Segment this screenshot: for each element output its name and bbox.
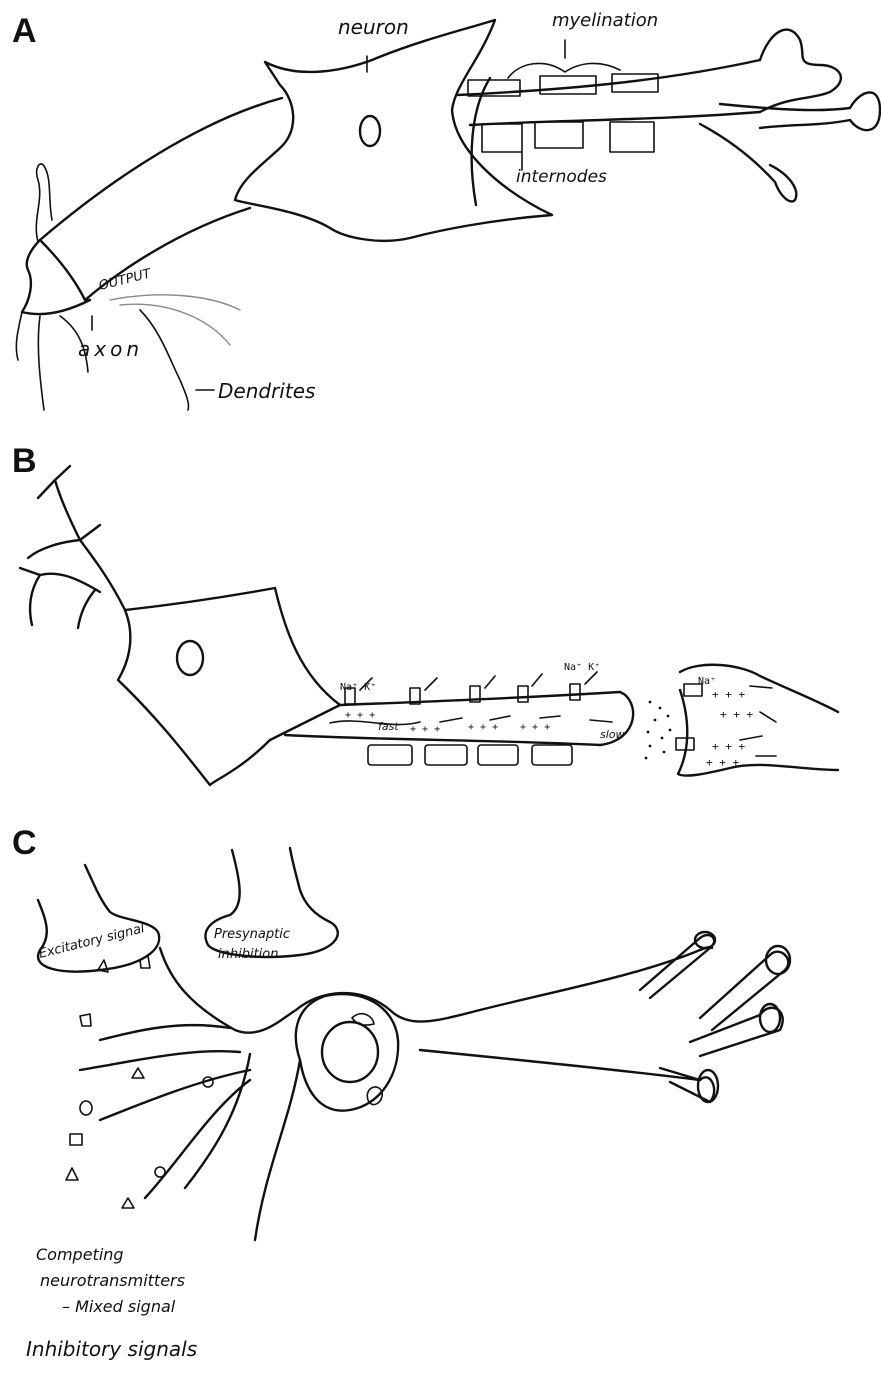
- neurotransmitter-particles: [66, 956, 213, 1208]
- svg-text:+ + +: + + +: [520, 722, 550, 733]
- svg-text:+ + +: + + +: [410, 724, 440, 735]
- terminal-arrows: [740, 686, 776, 756]
- postsynaptic-neuron-lower: [185, 1050, 700, 1240]
- svg-text:+ + +: + + +: [706, 756, 739, 769]
- label-neurotransmitters: neurotransmitters: [40, 1271, 185, 1290]
- output-arrow: [40, 240, 85, 300]
- nucleus-b: [177, 641, 203, 675]
- svg-text:+ + +: + + +: [468, 722, 498, 733]
- label-competing: Competing: [36, 1245, 124, 1264]
- nucleus-a: [360, 116, 380, 146]
- label-ions-left: Na⁺ K⁺: [340, 682, 376, 693]
- distal-bulb-lower: [700, 124, 796, 201]
- axon-b-bottom: [285, 735, 600, 745]
- label-excitatory-signal: Excitatory signal: [37, 921, 146, 962]
- label-mixed-signal: – Mixed signal: [62, 1297, 176, 1316]
- neuron-diagram-c: Excitatory signal Presynaptic inhibition…: [0, 820, 881, 1374]
- myelin-segment-6: [610, 122, 654, 152]
- soma-b: [118, 588, 340, 785]
- svg-text:+ + +: + + +: [712, 688, 745, 701]
- label-axon: axon: [78, 337, 143, 361]
- label-inhibitory-signals: Inhibitory signals: [26, 1337, 197, 1361]
- neuron-diagram-a: neuron myelination internodes OUTPUT axo…: [0, 0, 881, 420]
- myelin-segment-5: [535, 122, 583, 148]
- dendrite-lobe-2: [16, 312, 44, 410]
- organelle-2: [367, 1087, 382, 1105]
- nucleus-c: [322, 1022, 378, 1082]
- myelinated-axon-bottom: [470, 112, 760, 125]
- svg-text:+ + +: + + +: [345, 710, 375, 721]
- sheath-curve: [472, 78, 490, 205]
- label-internodes: internodes: [516, 167, 607, 187]
- svg-text:+ + +: + + +: [712, 740, 745, 753]
- dendrite-lobe-4: [140, 310, 189, 410]
- dendrite-branch-tree: [20, 466, 125, 628]
- panel-c: C: [0, 820, 881, 1374]
- label-ions-right: Na⁺ K⁺: [564, 662, 600, 673]
- label-myelination: myelination: [552, 10, 658, 31]
- label-dendrites: Dendrites: [218, 379, 315, 403]
- label-slow: slow: [600, 728, 625, 741]
- axon-upper-edge: [40, 98, 282, 240]
- myelin-block-b3: [478, 745, 518, 765]
- svg-text:+ + +: + + +: [720, 708, 753, 721]
- soma-a: [235, 20, 552, 241]
- charge-marks-terminal: + + + + + + + + + + + +: [706, 688, 753, 769]
- neuron-diagram-b: Na⁺ K⁺ Na⁺ K⁺ fast slow + + + + + + + + …: [0, 440, 881, 820]
- myelin-block-b4: [532, 745, 572, 765]
- distal-bulb-top: [760, 30, 841, 112]
- myelin-block-b1: [368, 745, 412, 765]
- synaptic-cleft-dots: [645, 701, 672, 760]
- panel-b: B Na⁺ K⁺ Na⁺ K⁺ fast slow + + +: [0, 440, 881, 820]
- label-neuron: neuron: [338, 15, 409, 39]
- label-ions-terminal: Na⁺: [698, 676, 716, 687]
- myelin-block-b2: [425, 745, 467, 765]
- terminal-cup: [22, 240, 90, 314]
- label-inhibition: inhibition: [218, 947, 278, 962]
- label-presynaptic: Presynaptic: [214, 927, 290, 942]
- panel-a: A neuron: [0, 0, 881, 420]
- label-fast: fast: [378, 720, 399, 733]
- myelin-segment-4: [482, 124, 522, 152]
